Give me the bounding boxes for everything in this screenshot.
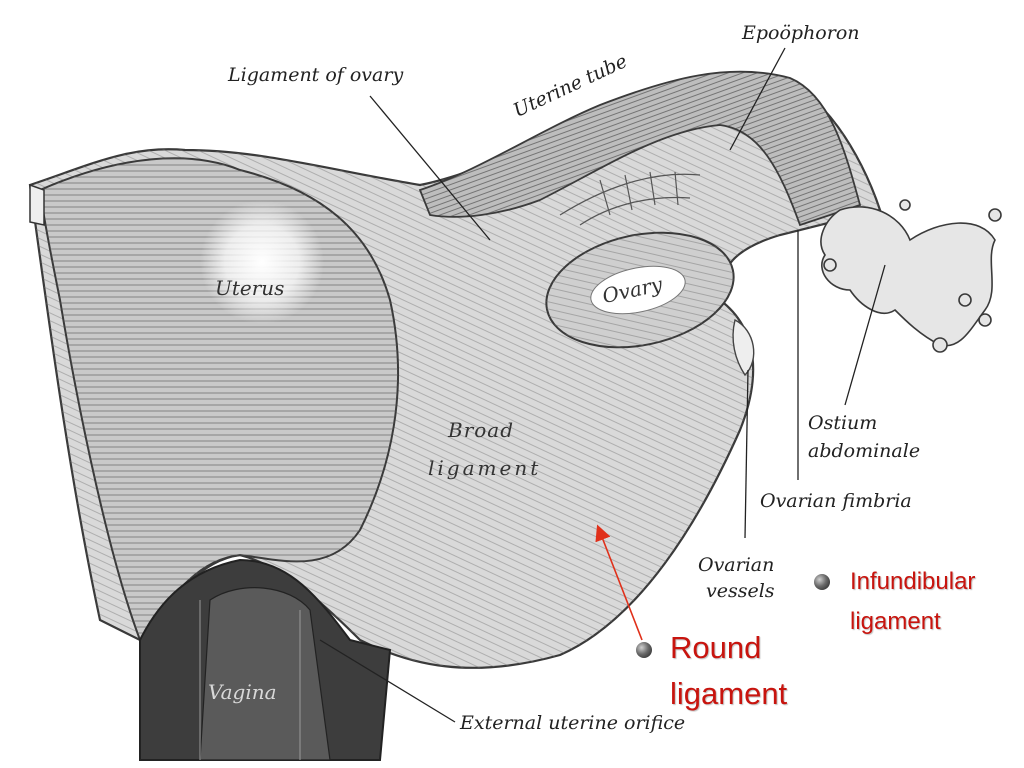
callout-round-2: ligament: [670, 676, 788, 711]
leader-ostium: [844, 264, 886, 406]
label-ovarian-vessels-1: Ovarian: [698, 554, 775, 576]
label-ostium-2: abdominale: [808, 440, 921, 462]
label-epoophoron: Epoöphoron: [742, 22, 860, 44]
round-ligament-arrow: [595, 524, 643, 641]
leader-external-orifice: [319, 639, 456, 723]
callout-infundibular-1: Infundibular: [850, 568, 976, 595]
label-ovarian-vessels-2: vessels: [706, 580, 775, 602]
label-ligament-of-ovary: Ligament of ovary: [228, 64, 404, 86]
label-uterus: Uterus: [215, 276, 285, 300]
leader-epoophoron: [729, 47, 786, 151]
label-broad-ligament-1: Broad: [448, 418, 515, 442]
infundibular-bullet: [814, 574, 830, 590]
callout-infundibular-2: ligament: [850, 608, 941, 635]
leader-ovarian-vessels: [744, 369, 749, 539]
label-ostium-1: Ostium: [808, 412, 878, 434]
label-ovarian-fimbria: Ovarian fimbria: [760, 490, 912, 512]
fimbriae-shape: [820, 199, 1002, 353]
callout-round-1: Round: [670, 630, 762, 665]
label-broad-ligament-2: ligament: [428, 456, 542, 480]
label-vagina: Vagina: [208, 680, 277, 704]
round-bullet: [636, 642, 652, 658]
label-external-uterine-orifice: External uterine orifice: [460, 712, 686, 734]
leader-ligament-of-ovary: [369, 95, 491, 241]
